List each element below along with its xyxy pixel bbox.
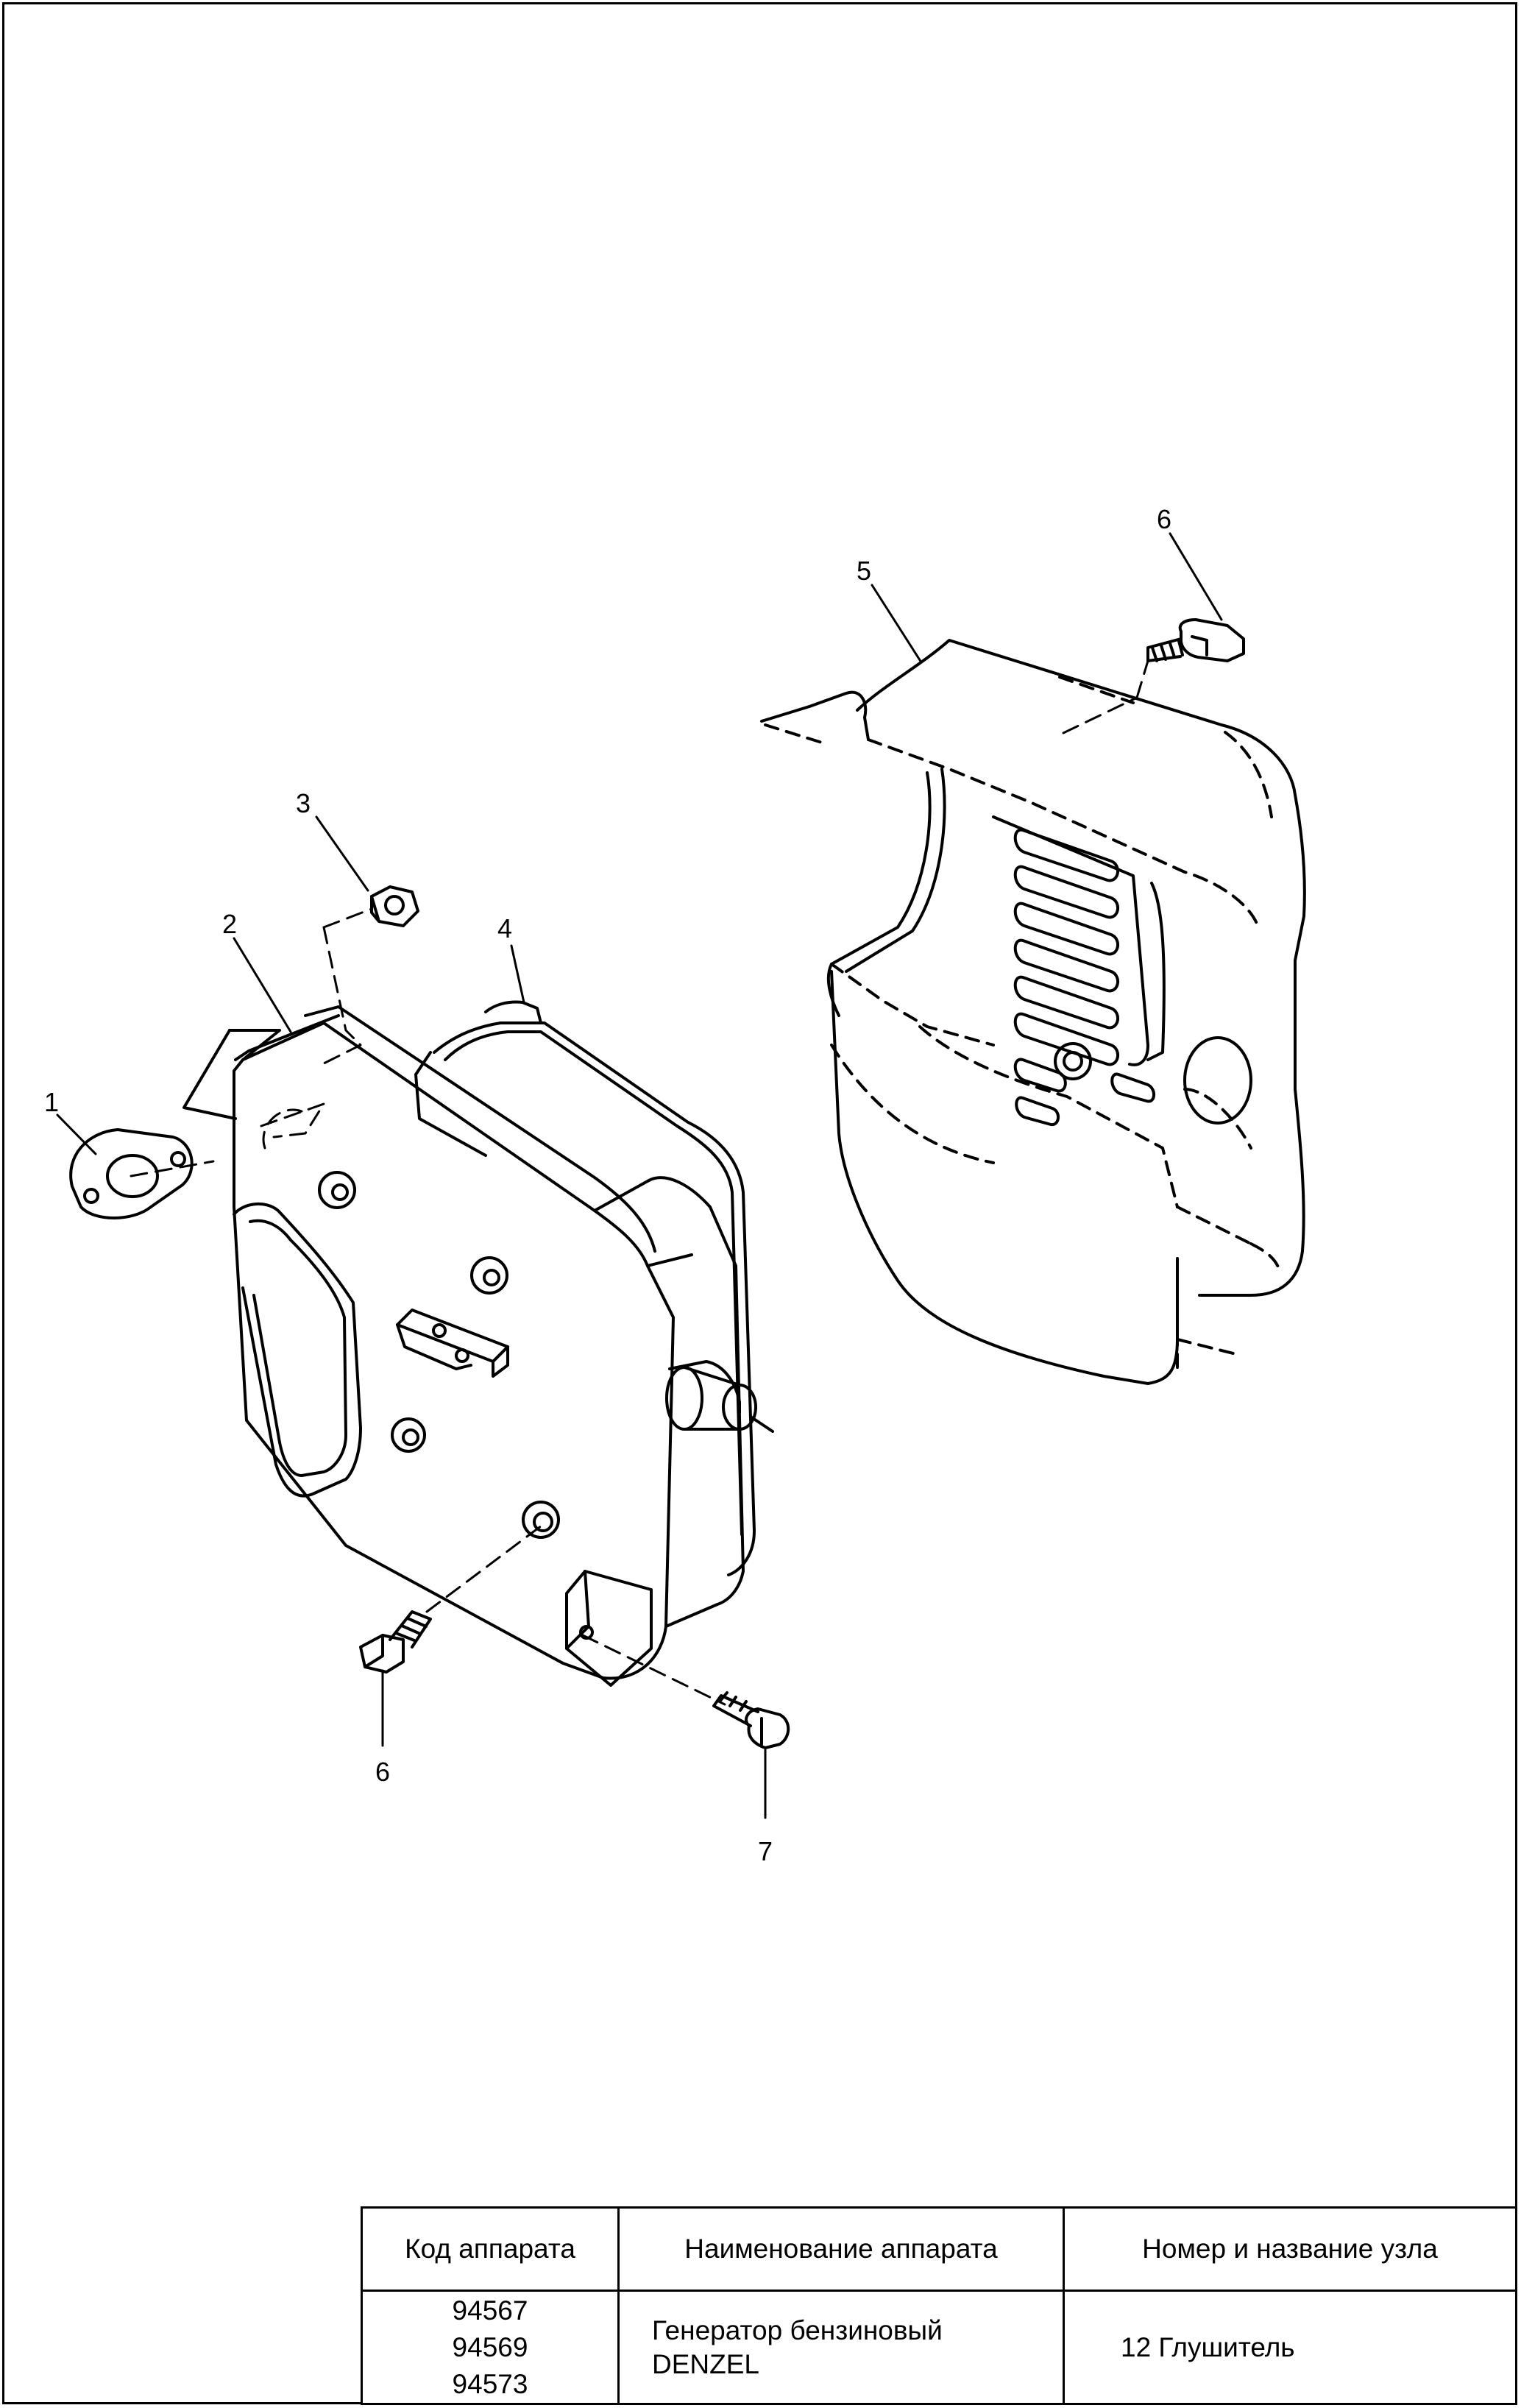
callout-4: 4	[497, 913, 512, 943]
leader-lines	[56, 532, 1223, 1819]
part-3-nut	[370, 885, 419, 927]
device-name: Генератор бензиновый DENZEL	[617, 2290, 1065, 2405]
device-name-line2: DENZEL	[652, 2348, 759, 2379]
assembly-lines	[130, 659, 1149, 1706]
part-7-bolt	[712, 1691, 790, 1749]
device-name-line1: Генератор бензиновый	[652, 2315, 943, 2345]
device-code: 94567	[452, 2295, 528, 2326]
part-5-hidden-edges	[764, 676, 1282, 1378]
callout-5: 5	[857, 556, 871, 586]
device-code: 94573	[452, 2368, 528, 2399]
callout-7: 7	[758, 1836, 773, 1866]
callout-1: 1	[44, 1087, 59, 1117]
title-block-header-row: Код аппарата Наименование аппарата Номер…	[361, 2206, 1517, 2292]
callout-3: 3	[296, 788, 311, 818]
header-node-name: Номер и название узла	[1063, 2206, 1517, 2292]
part-1-gasket	[69, 1128, 194, 1219]
title-block-data-row: 94567 94569 94573 Генератор бензиновый D…	[361, 2290, 1517, 2405]
node-name: 12 Глушитель	[1063, 2290, 1517, 2405]
part-2-muffler-front	[182, 1005, 745, 1687]
callout-6-top: 6	[1157, 504, 1171, 534]
device-code: 94569	[452, 2331, 528, 2362]
header-device-name: Наименование аппарата	[617, 2206, 1065, 2292]
header-device-code: Код аппарата	[361, 2206, 620, 2292]
part-6-bolt-bottom	[359, 1610, 432, 1674]
part-6-bolt-top	[1146, 618, 1245, 662]
callout-6-bottom: 6	[375, 1757, 390, 1787]
part-5-heat-shield	[760, 639, 1306, 1385]
device-codes: 94567 94569 94573	[361, 2290, 620, 2405]
title-block-table: Код аппарата Наименование аппарата Номер…	[361, 2206, 1517, 2405]
part-4-muffler-shell	[414, 1000, 774, 1576]
callout-2: 2	[222, 909, 237, 939]
